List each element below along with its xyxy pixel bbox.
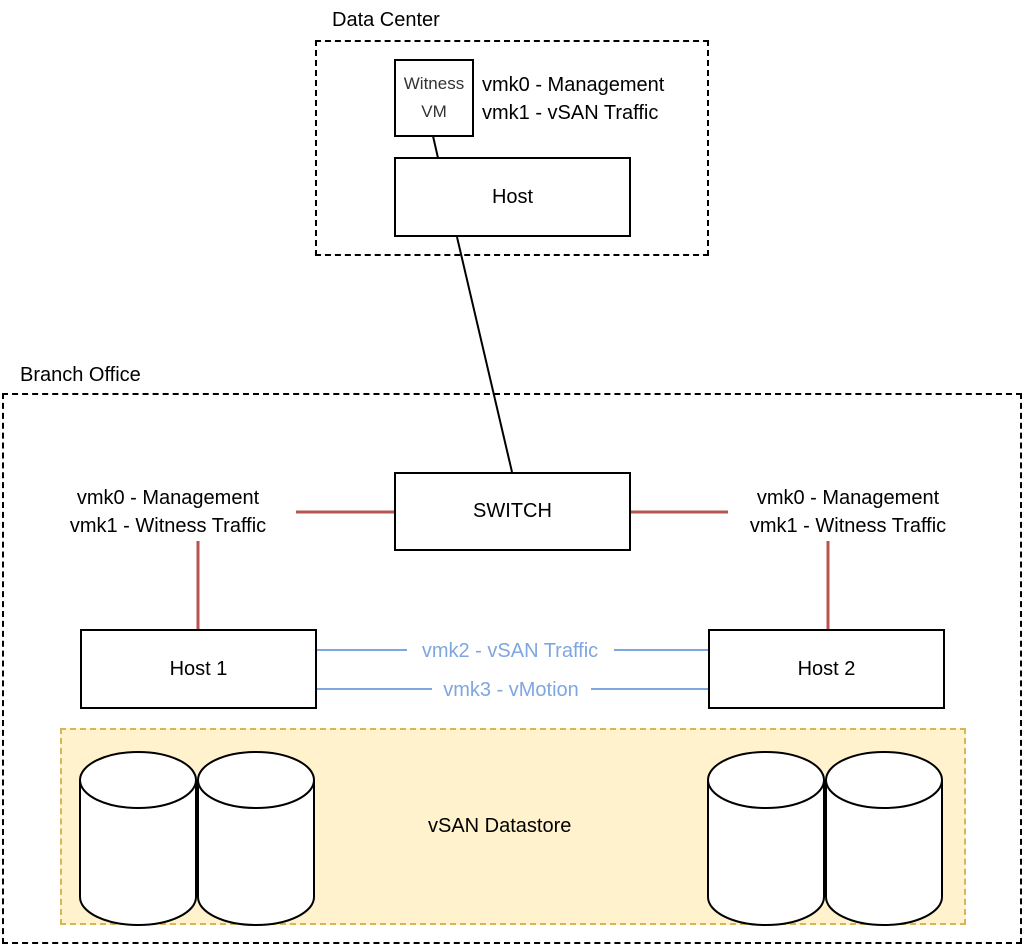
disk-icon	[79, 751, 197, 926]
witness-vm-line2: VM	[421, 102, 447, 121]
witness-nic-list: vmk0 - Management vmk1 - vSAN Traffic	[482, 71, 664, 127]
host1-nic-management: vmk0 - Management	[76, 487, 260, 509]
witness-host-link	[432, 135, 439, 159]
host1-nic-list: vmk0 - Management vmk1 - Witness Traffic	[40, 484, 296, 540]
host2-nic-management: vmk0 - Management	[756, 487, 940, 509]
branch-office-group	[2, 393, 1022, 944]
host1-label: Host 1	[169, 657, 228, 680]
host1-box: Host 1	[80, 629, 317, 709]
witness-nic-management: vmk0 - Management	[482, 74, 665, 96]
switch-label: SWITCH	[473, 500, 552, 522]
branch-office-label: Branch Office	[20, 364, 141, 386]
witness-vm-line1: Witness	[403, 74, 465, 93]
witness-nic-vsan: vmk1 - vSAN Traffic	[482, 102, 659, 124]
data-center-host-box: Host	[394, 157, 631, 237]
data-center-host-label: Host	[491, 185, 534, 208]
wan-link	[456, 236, 513, 473]
disk-icon	[825, 751, 943, 926]
vsan-link-label: vmk2 - vSAN Traffic	[422, 640, 598, 662]
witness-vm-box: Witness VM	[394, 59, 474, 137]
host2-label: Host 2	[797, 657, 856, 680]
vmotion-link-label: vmk3 - vMotion	[443, 679, 579, 701]
data-center-group	[315, 40, 709, 256]
data-center-label: Data Center	[332, 9, 440, 31]
host2-nic-list: vmk0 - Management vmk1 - Witness Traffic	[718, 484, 978, 540]
disk-icon	[197, 751, 315, 926]
host2-nic-witness: vmk1 - Witness Traffic	[749, 515, 947, 537]
disk-icon	[707, 751, 825, 926]
host2-box: Host 2	[708, 629, 945, 709]
host1-nic-witness: vmk1 - Witness Traffic	[69, 515, 267, 537]
datastore-label: vSAN Datastore	[428, 815, 572, 837]
switch-box: SWITCH	[394, 472, 631, 551]
